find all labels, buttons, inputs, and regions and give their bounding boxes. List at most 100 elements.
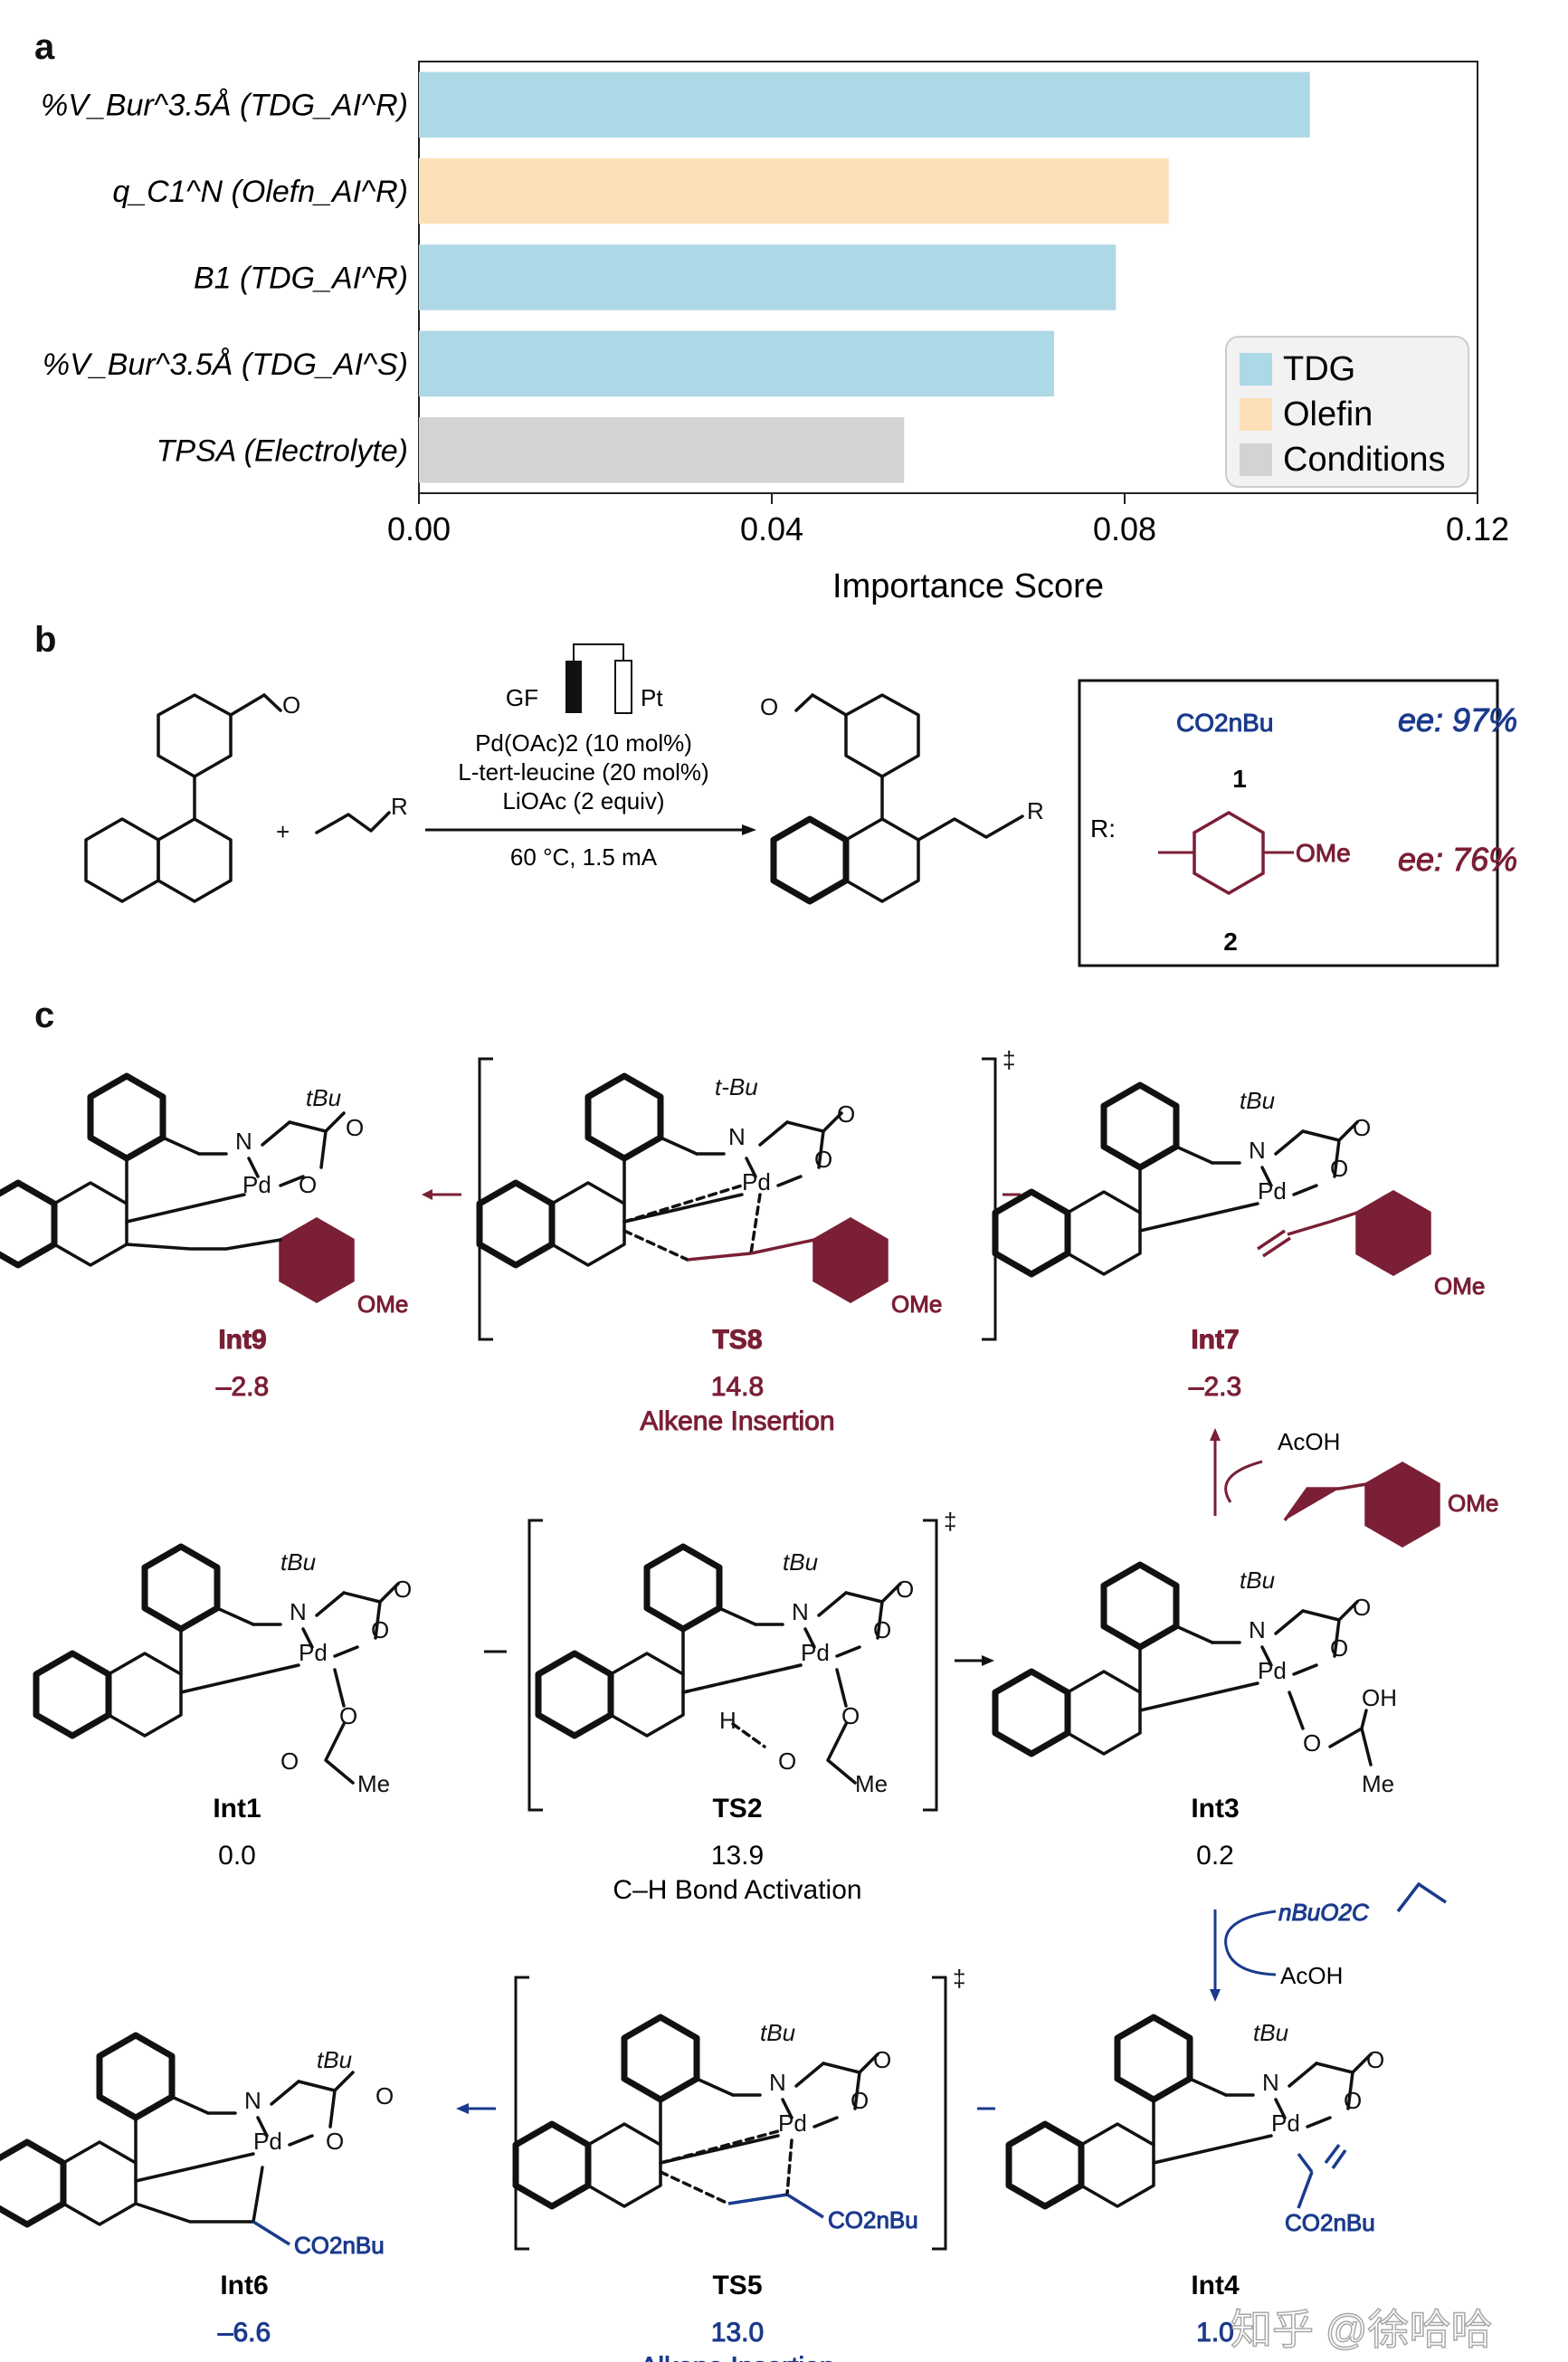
gf-electrode — [565, 661, 582, 713]
int6-o2: O — [326, 2128, 344, 2155]
bar-2 — [419, 157, 1169, 224]
int3-tbu: tBu — [1240, 1567, 1275, 1594]
sub1-number: 1 — [1232, 765, 1247, 793]
y-tick-label-4: %V_Bur^3.5Å (TDG_AI^S) — [43, 348, 408, 382]
bar-3 — [419, 244, 1117, 310]
ts5-pd: Pd — [778, 2110, 807, 2137]
ts8-tbu: t-Bu — [715, 1073, 758, 1100]
int3-me: Me — [1362, 1770, 1394, 1797]
int7-pd: Pd — [1258, 1177, 1287, 1205]
x-tick-label-4: 0.12 — [1446, 510, 1509, 548]
acoh-release-label-2: AcOH — [1280, 1962, 1343, 1989]
ts2-o3: O — [841, 1702, 860, 1729]
r-colon-label: R: — [1090, 814, 1116, 843]
int1-me: Me — [357, 1770, 390, 1797]
y-tick-label-5: TPSA (Electrolyte) — [157, 433, 408, 468]
bar-4 — [419, 330, 1054, 397]
sub2-number: 2 — [1223, 928, 1238, 956]
int7-tbu: tBu — [1240, 1087, 1275, 1114]
ts5-bracket-right — [932, 1976, 947, 2251]
int9-energy: –2.8 — [216, 1372, 269, 1402]
condition-ligand: L-tert-leucine (20 mol%) — [458, 758, 708, 786]
ts5-label: TS5 — [712, 2271, 762, 2300]
int3-label: Int3 — [1191, 1794, 1239, 1824]
int7-energy: –2.3 — [1189, 1372, 1241, 1402]
legend-label-olefin: Olefin — [1283, 395, 1373, 433]
int4-label: Int4 — [1191, 2271, 1240, 2300]
bar-1 — [419, 71, 1310, 138]
product-r: R — [1027, 797, 1044, 824]
int9-structure: N Pd tBu O O OMe — [0, 1076, 409, 1319]
int1-structure: N Pd tBu O O O O Me — [36, 1547, 412, 1797]
starting-aldehyde-structure — [84, 693, 282, 903]
ts2-tbu: tBu — [783, 1548, 818, 1576]
product-structure — [770, 693, 1024, 905]
int4-n: N — [1262, 2069, 1279, 2096]
condition-temperature: 60 °C, 1.5 mA — [510, 843, 658, 871]
ts2-bracket-left — [527, 1519, 543, 1812]
panel-label-c: c — [34, 995, 55, 1035]
ts2-me: Me — [855, 1770, 888, 1797]
mechanism-scheme: N Pd tBu O O OMe Int9 –2.8 ‡ N Pd t-Bu O… — [0, 1046, 1499, 2362]
int4-o2: O — [1344, 2087, 1362, 2114]
ts2-h: H — [719, 1707, 736, 1734]
ts2-o1: O — [896, 1576, 914, 1603]
ts5-dagger: ‡ — [953, 1965, 965, 1992]
ts2-o2: O — [873, 1616, 891, 1643]
ts8-dagger: ‡ — [1003, 1046, 1015, 1073]
olefin-r: R — [391, 793, 408, 820]
ts5-co2nbu: CO2nBu — [828, 2206, 918, 2233]
ts2-o4: O — [778, 1748, 796, 1775]
int1-pd: Pd — [299, 1639, 328, 1666]
legend-swatch-conditions — [1240, 443, 1272, 476]
panel-label-b: b — [34, 620, 57, 660]
sub1-ee: ee: 97% — [1398, 701, 1517, 738]
int6-o1: O — [375, 2082, 394, 2110]
ts8-o2: O — [814, 1146, 832, 1173]
ts8-n: N — [728, 1123, 746, 1150]
y-tick-label-3: B1 (TDG_AI^R) — [194, 262, 408, 296]
int1-o2: O — [371, 1616, 389, 1643]
ts2-energy: 13.9 — [711, 1841, 764, 1871]
legend-swatch-tdg — [1240, 353, 1272, 386]
ts2-caption: C–H Bond Activation — [613, 1875, 861, 1905]
condition-base: LiOAc (2 equiv) — [502, 787, 664, 814]
legend-label-tdg: TDG — [1283, 350, 1355, 388]
int6-tbu: tBu — [317, 2046, 352, 2073]
pt-electrode — [614, 660, 632, 714]
int7-o1: O — [1353, 1114, 1371, 1141]
acoh-release-label-1: AcOH — [1278, 1428, 1340, 1455]
int3-n: N — [1249, 1616, 1266, 1643]
acrylate-label: nBuO2C — [1278, 1899, 1369, 1926]
int1-n: N — [290, 1598, 307, 1625]
int4-structure: N Pd tBu O O CO2nBu — [1009, 2017, 1384, 2237]
chart-legend: TDG Olefin Conditions — [1225, 336, 1469, 488]
ts5-bracket-left — [514, 1976, 529, 2251]
ts5-structure: N Pd tBu O O CO2nBu — [516, 2017, 918, 2234]
x-tick-label-1: 0.00 — [387, 510, 451, 548]
aldehyde-o: O — [282, 691, 300, 719]
int3-oh: OH — [1362, 1684, 1397, 1711]
ts2-structure: N Pd tBu O O H O O Me — [538, 1547, 914, 1797]
int6-structure: N Pd tBu O O CO2nBu — [0, 2035, 394, 2260]
bar-5 — [419, 417, 905, 483]
int4-energy: 1.0 — [1196, 2318, 1234, 2348]
int3-o3: O — [1303, 1729, 1321, 1757]
importance-bar-chart: %V_Bur^3.5Å (TDG_AI^R)q_C1^N (Olefn_AI^R… — [41, 61, 1509, 605]
int7-n: N — [1249, 1137, 1266, 1164]
int7-structure: N Pd tBu O O OMe — [995, 1085, 1486, 1300]
ts8-o1: O — [837, 1100, 855, 1128]
int9-n: N — [235, 1128, 252, 1155]
x-axis-label: Importance Score — [832, 567, 1104, 605]
olefin-structure — [315, 811, 391, 834]
ts8-bracket-right — [982, 1057, 997, 1341]
legend-label-conditions: Conditions — [1283, 441, 1446, 479]
ts8-pd: Pd — [742, 1168, 771, 1195]
ts2-label: TS2 — [712, 1794, 762, 1824]
ts8-ome: OMe — [891, 1291, 942, 1318]
int4-co2nbu: CO2nBu — [1285, 2209, 1375, 2236]
int9-ome: OMe — [357, 1291, 408, 1318]
int4-o1: O — [1366, 2046, 1384, 2073]
int1-o4: O — [280, 1748, 299, 1775]
condition-catalyst: Pd(OAc)2 (10 mol%) — [475, 729, 692, 757]
